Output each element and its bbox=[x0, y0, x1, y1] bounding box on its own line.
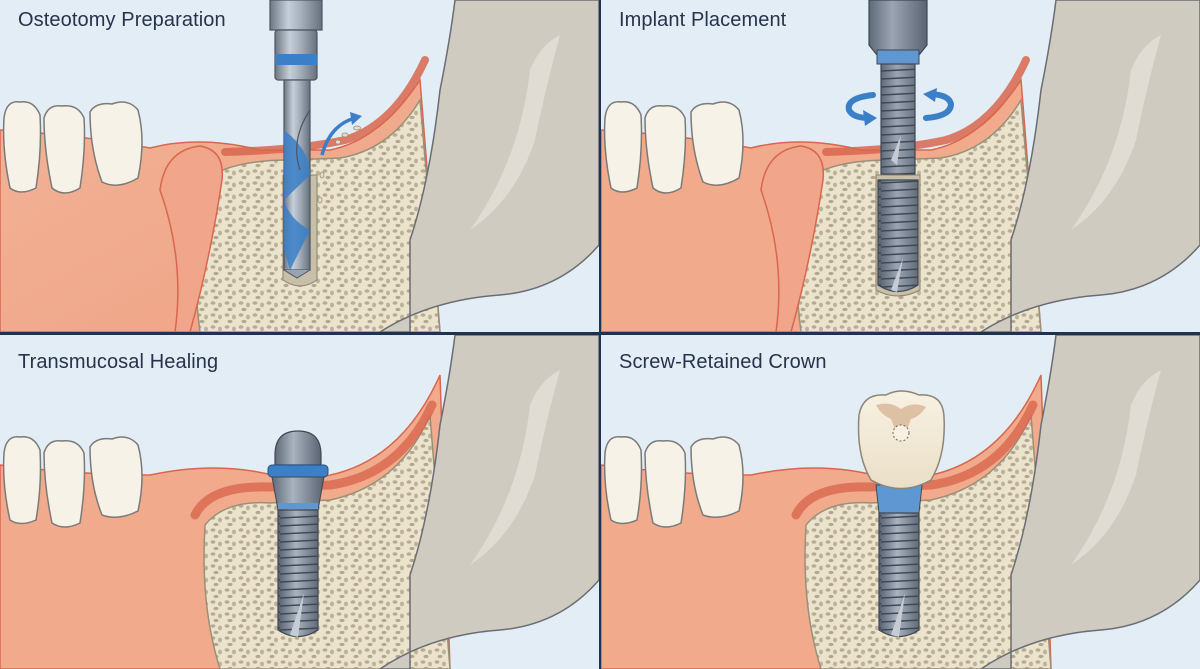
bone-chips bbox=[317, 125, 361, 204]
healing-abutment-icon bbox=[267, 430, 329, 511]
threaded-implant bbox=[878, 512, 920, 638]
natural-teeth bbox=[603, 436, 744, 528]
implant-placement-illustration bbox=[601, 0, 1200, 332]
gum-flap bbox=[159, 145, 224, 332]
natural-teeth bbox=[603, 101, 744, 194]
natural-teeth bbox=[2, 436, 143, 528]
alveolar-bone bbox=[804, 414, 1052, 669]
panel-title: Screw-Retained Crown bbox=[619, 351, 827, 373]
healing-illustration bbox=[0, 335, 599, 669]
panel-screw-retained-crown: Screw-Retained Crown bbox=[601, 335, 1200, 669]
gum-flap bbox=[760, 145, 825, 332]
panel-implant-placement: Implant Placement bbox=[601, 0, 1200, 332]
crown-illustration bbox=[601, 335, 1200, 669]
debris-arrow-icon bbox=[320, 116, 356, 156]
natural-teeth bbox=[2, 101, 143, 194]
alveolar-bone bbox=[203, 414, 451, 669]
threaded-implant bbox=[880, 63, 916, 175]
panel-title: Implant Placement bbox=[619, 9, 787, 31]
alveolar-bone bbox=[195, 97, 441, 332]
panel-osteotomy-preparation: Osteotomy Preparation bbox=[0, 0, 599, 332]
panel-transmucosal-healing: Transmucosal Healing bbox=[0, 335, 599, 669]
implant-driver-icon bbox=[868, 0, 928, 65]
surgical-drill-icon bbox=[269, 0, 323, 279]
rotation-arrows-icon bbox=[845, 91, 955, 121]
panel-title: Transmucosal Healing bbox=[18, 351, 219, 373]
osteotomy-illustration bbox=[0, 0, 599, 332]
threaded-implant bbox=[277, 509, 319, 638]
crown-icon bbox=[857, 390, 945, 490]
screw-access-hole-icon bbox=[892, 424, 910, 442]
panel-title: Osteotomy Preparation bbox=[18, 9, 226, 31]
